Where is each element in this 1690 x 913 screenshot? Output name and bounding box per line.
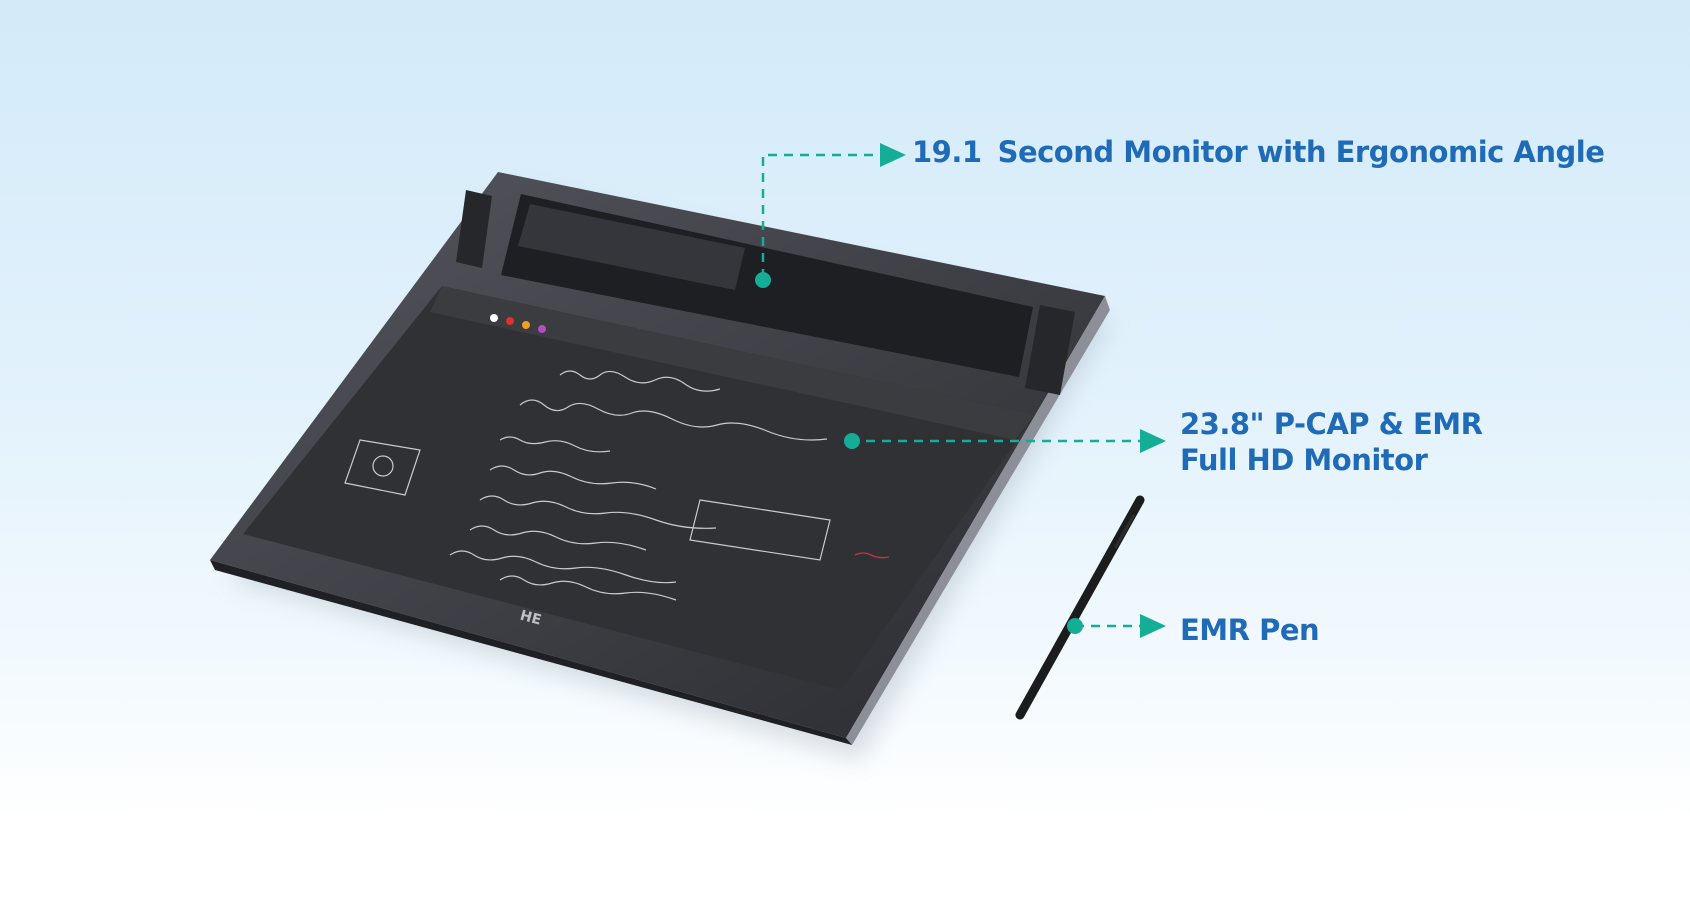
arrow-right-icon	[880, 143, 906, 167]
callout-text: Second Monitor with Ergonomic Angle	[997, 135, 1605, 169]
callout-second-monitor: 19.1 Second Monitor with Ergonomic Angle	[912, 134, 1605, 170]
callout-dot	[1067, 618, 1083, 634]
left-button-panel	[456, 190, 492, 268]
callout-pen: EMR Pen	[1180, 613, 1320, 647]
handwritten-math	[344, 370, 831, 601]
callout-line-second-monitor	[761, 153, 890, 278]
arrow-right-icon	[1140, 429, 1166, 453]
callout-dot	[844, 433, 860, 449]
pen-display-device: HE	[210, 172, 1110, 745]
emr-pen	[1015, 495, 1145, 720]
callout-dot	[755, 272, 771, 288]
callout-line2: Full HD Monitor	[1180, 443, 1428, 477]
callout-main-monitor: 23.8" P-CAP & EMR Full HD Monitor	[1180, 406, 1483, 478]
arrow-right-icon	[1140, 614, 1166, 638]
callout-number: 19.1	[912, 135, 982, 169]
toolbar	[430, 286, 1035, 440]
brand-logo: HE	[518, 608, 543, 629]
callout-line1: 23.8" P-CAP & EMR	[1180, 407, 1483, 441]
side-button-panel	[1025, 305, 1075, 395]
